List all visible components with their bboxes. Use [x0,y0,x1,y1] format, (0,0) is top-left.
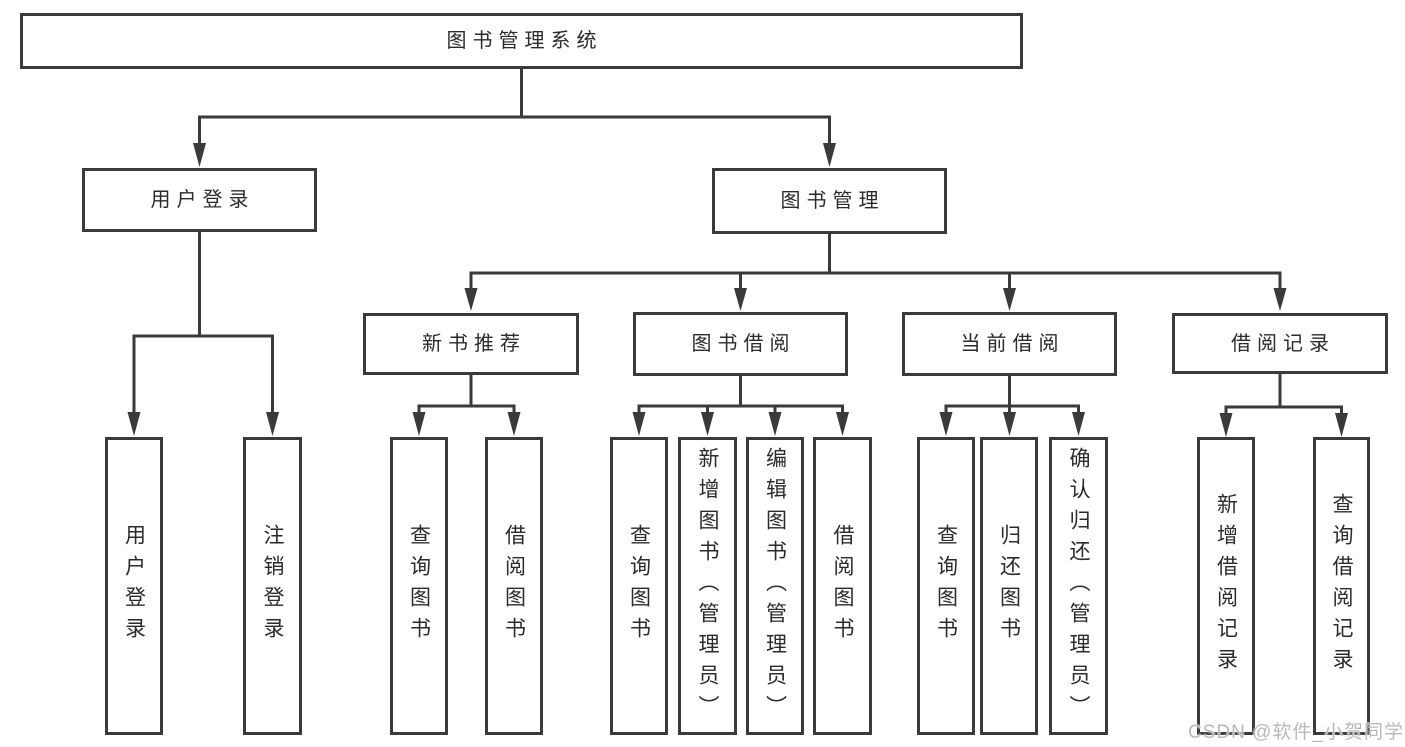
arrowhead [1273,288,1287,311]
arrowhead [193,143,206,167]
arrowhead [836,412,849,436]
leaf-add-book-admin-label: 新增图书（管理员） [696,446,719,726]
arrowhead [1072,412,1085,436]
node-new-book-label: 新书推荐 [422,333,526,355]
leaf-return-book: 归还图书 [980,437,1038,735]
node-current-borrow: 当前借阅 [902,312,1117,376]
node-borrow-record-label: 借阅记录 [1231,332,1335,355]
connector-root-to-level2 [193,69,836,167]
leaf-confirm-return-admin-label: 确认归还（管理员） [1067,446,1090,726]
leaf-borrow-book-1: 借阅图书 [485,437,543,735]
connector-line [1224,374,1343,415]
leaf-borrow-book-1-label: 借阅图书 [502,524,526,648]
arrowhead [266,412,279,436]
connector-current-borrow-to-leaves [939,376,1085,436]
arrowhead [823,143,836,167]
arrowhead [768,412,782,436]
node-root: 图书管理系统 [20,13,1023,69]
node-user-login: 用户登录 [82,168,317,232]
connector-line [417,375,516,414]
arrowhead [1335,413,1348,437]
arrowhead [701,412,714,436]
connector-line [637,376,844,414]
node-current-borrow-label: 当前借阅 [960,333,1065,355]
leaf-query-book-2-label: 查询图书 [627,524,651,648]
leaf-query-book-1: 查询图书 [390,437,448,735]
arrowhead [1219,413,1233,437]
leaf-query-book-3: 查询图书 [917,437,975,735]
arrowhead [632,412,646,436]
leaf-borrow-book-2: 借阅图书 [813,437,872,735]
leaf-user-login-label: 用户登录 [122,524,146,648]
leaf-confirm-return-admin: 确认归还（管理员） [1049,437,1108,735]
arrowhead [1003,412,1016,436]
leaf-return-book-label: 归还图书 [997,524,1021,648]
leaf-query-borrow-record: 查询借阅记录 [1313,437,1370,735]
arrowhead [412,412,426,436]
node-user-login-label: 用户登录 [150,189,255,211]
leaf-query-borrow-record-label: 查询借阅记录 [1330,493,1353,679]
leaf-query-book-2: 查询图书 [610,437,668,735]
leaf-logout-label: 注销登录 [261,524,284,648]
arrowhead [464,288,478,311]
node-book-mgmt-label: 图书管理 [780,190,885,212]
connector-new-book-to-leaves [412,375,521,436]
arrowhead [507,412,521,436]
node-new-book: 新书推荐 [363,313,579,375]
connector-line [944,376,1080,414]
connector-line [469,234,1282,290]
arrowhead [734,288,747,311]
leaf-add-book-admin: 新增图书（管理员） [678,437,737,735]
leaf-edit-book-admin-label: 编辑图书（管理员） [763,446,787,726]
node-book-borrow-label: 图书借阅 [691,333,796,355]
connector-book-mgmt-to-level3 [464,234,1287,311]
node-book-mgmt: 图书管理 [712,168,947,234]
leaf-query-book-1-label: 查询图书 [407,524,431,648]
csdn-watermark: CSDN @软件_小贺同学 [1188,722,1404,743]
leaf-borrow-book-2-label: 借阅图书 [831,524,854,648]
arrowhead [127,412,141,436]
node-borrow-record: 借阅记录 [1172,313,1388,374]
connector-book-borrow-to-leaves [632,376,849,436]
leaf-user-login: 用户登录 [105,437,163,735]
arrowhead [1003,288,1016,311]
leaf-add-borrow-record-label: 新增借阅记录 [1214,493,1238,679]
arrowhead [939,412,953,436]
connector-borrow-record-to-leaves [1219,374,1348,437]
leaf-logout: 注销登录 [243,437,302,735]
leaf-edit-book-admin: 编辑图书（管理员） [746,437,804,735]
connector-line [132,232,274,414]
leaf-add-borrow-record: 新增借阅记录 [1197,437,1255,735]
leaf-query-book-3-label: 查询图书 [934,524,958,648]
connector-line [198,69,831,145]
node-book-borrow: 图书借阅 [633,312,848,376]
node-root-label: 图书管理系统 [446,30,603,52]
connector-user-login-to-leaves [127,232,279,436]
